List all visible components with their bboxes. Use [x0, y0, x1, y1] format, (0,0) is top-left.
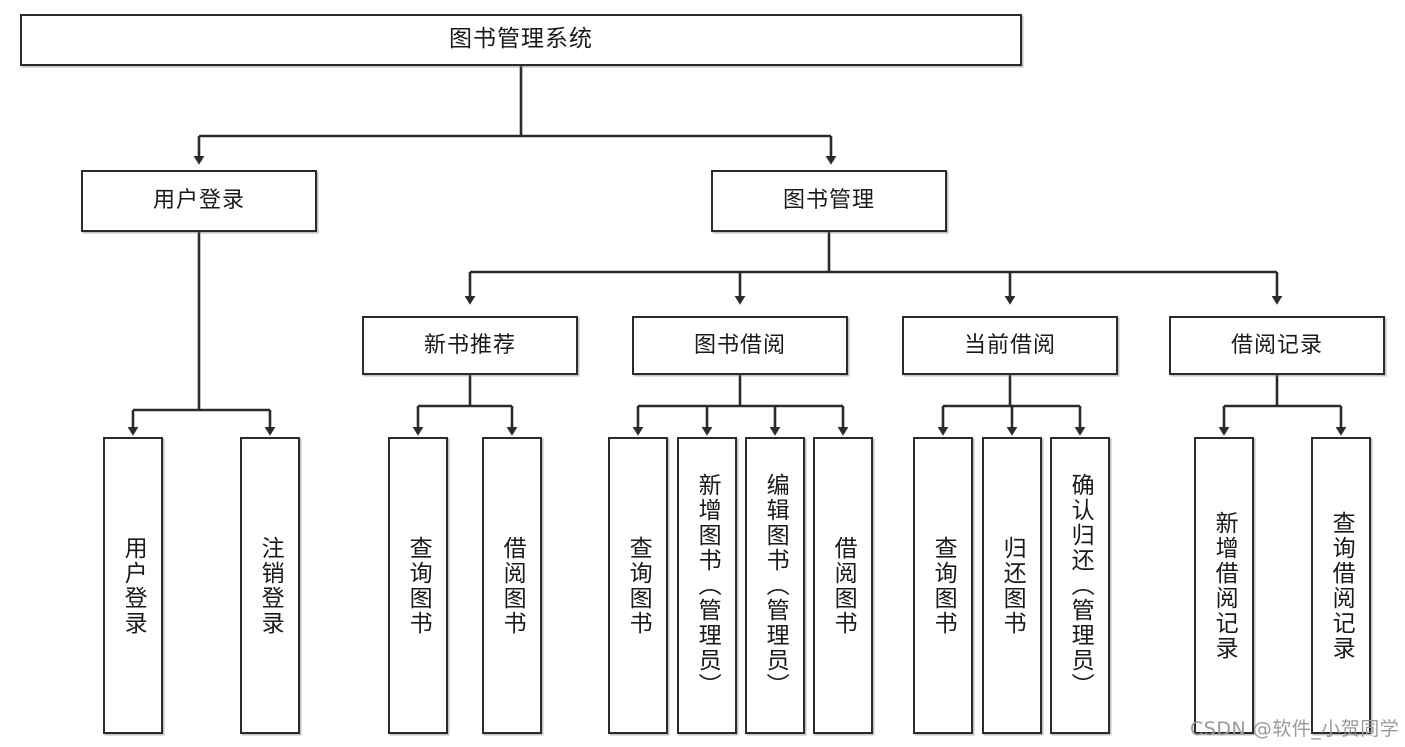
node-label: 图书借阅 [693, 332, 786, 358]
node-leaf-query-borrow-record[interactable]: 查询借阅记录 [1311, 437, 1371, 734]
node-label: 查询图书 [625, 535, 652, 636]
node-user-login[interactable]: 用户登录 [81, 170, 317, 232]
node-label: 新增借阅记录 [1211, 510, 1238, 661]
node-leaf-add-borrow-record[interactable]: 新增借阅记录 [1194, 437, 1254, 734]
node-label: 当前借阅 [963, 332, 1056, 358]
node-label: 编辑图书（管理员） [762, 473, 789, 698]
node-leaf-query-book-borrow[interactable]: 查询图书 [608, 437, 668, 734]
node-leaf-borrow-book-recommend[interactable]: 借阅图书 [482, 437, 542, 734]
node-label: 图书管理 [782, 188, 875, 214]
node-label: 归还图书 [999, 535, 1026, 636]
csdn-watermark: CSDN @软件_小贺同学 [1190, 718, 1400, 740]
node-leaf-add-book-admin[interactable]: 新增图书（管理员） [677, 437, 737, 734]
node-current-borrowing[interactable]: 当前借阅 [902, 316, 1118, 375]
node-label: 用户登录 [152, 188, 245, 214]
node-leaf-confirm-return-admin[interactable]: 确认归还（管理员） [1050, 437, 1110, 734]
node-label: 查询图书 [405, 535, 432, 636]
node-label: 确认归还（管理员） [1067, 473, 1094, 698]
node-root-book-management-system[interactable]: 图书管理系统 [20, 14, 1022, 66]
node-label: 借阅图书 [830, 535, 857, 636]
node-label: 查询借阅记录 [1328, 510, 1355, 661]
node-borrowing-records[interactable]: 借阅记录 [1169, 316, 1385, 375]
node-label: 注销登录 [257, 535, 284, 636]
node-leaf-query-book-current[interactable]: 查询图书 [913, 437, 973, 734]
node-leaf-user-logout[interactable]: 注销登录 [240, 437, 300, 734]
node-leaf-borrow-book[interactable]: 借阅图书 [813, 437, 873, 734]
node-label: 新书推荐 [423, 332, 516, 358]
node-label: 借阅图书 [499, 535, 526, 636]
node-leaf-return-book[interactable]: 归还图书 [982, 437, 1042, 734]
node-label: 新增图书（管理员） [694, 473, 721, 698]
node-leaf-user-login[interactable]: 用户登录 [103, 437, 163, 734]
node-new-book-recommendation[interactable]: 新书推荐 [362, 316, 578, 375]
node-leaf-query-book-recommend[interactable]: 查询图书 [388, 437, 448, 734]
node-book-borrowing[interactable]: 图书借阅 [632, 316, 848, 375]
node-label: 借阅记录 [1230, 332, 1323, 358]
node-label: 用户登录 [120, 535, 147, 636]
node-book-management[interactable]: 图书管理 [711, 170, 947, 232]
node-label: 图书管理系统 [449, 26, 593, 53]
node-leaf-edit-book-admin[interactable]: 编辑图书（管理员） [745, 437, 805, 734]
node-label: 查询图书 [930, 535, 957, 636]
